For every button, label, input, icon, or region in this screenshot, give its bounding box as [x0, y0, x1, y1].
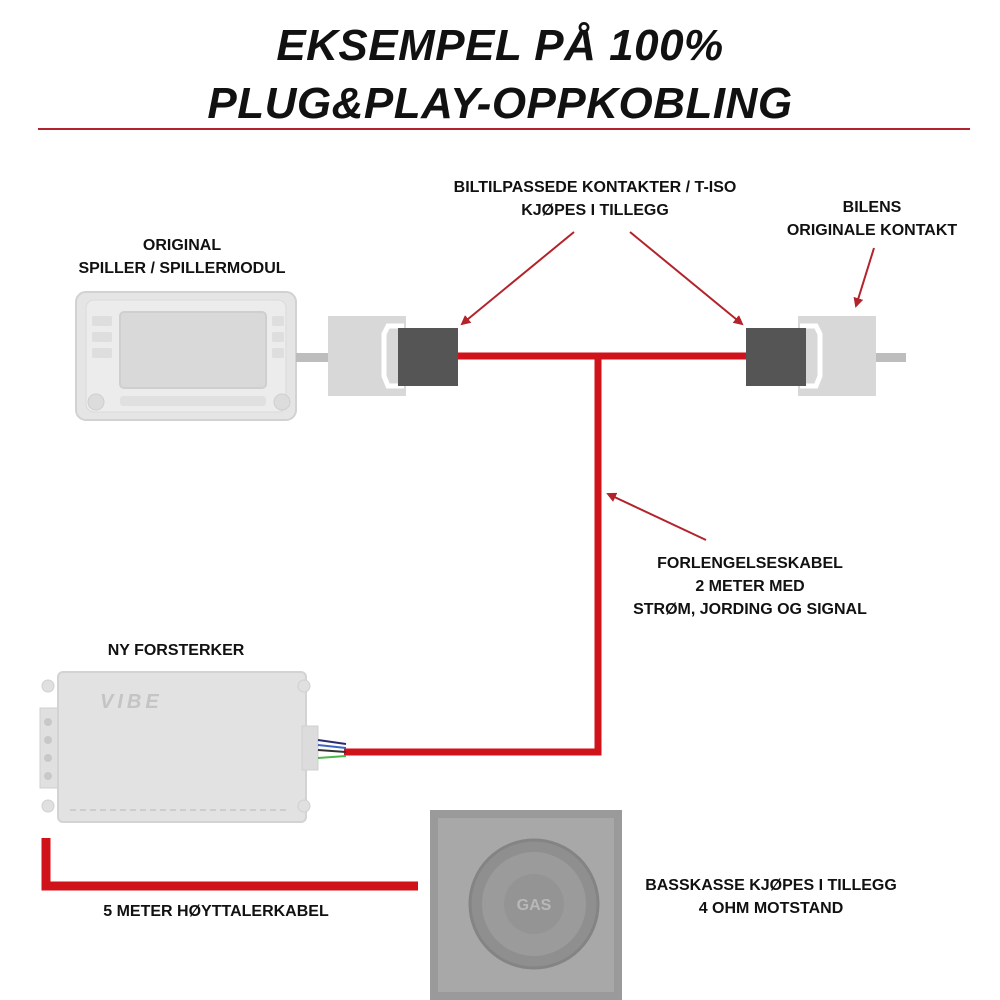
- right-t-iso-connector: [746, 328, 806, 386]
- label-car-connector-line-1: BILENS: [842, 199, 902, 216]
- label-subwoofer: BASSKASSE KJØPES I TILLEGG 4 OHM MOTSTAN…: [626, 874, 916, 920]
- label-original-player-line-1: ORIGINAL: [142, 237, 222, 254]
- car-stub-cable: [876, 353, 906, 362]
- label-extension-cable-line-1: FORLENGELSESKABEL: [657, 555, 843, 572]
- label-subwoofer-line-2: 4 OHM MOTSTAND: [698, 900, 844, 917]
- arrow-to-left-t-iso: [460, 231, 575, 326]
- original-player-unit: [75, 291, 297, 421]
- label-original-player-line-2: SPILLER / SPILLERMODUL: [78, 260, 286, 277]
- arrow-to-right-t-iso: [629, 231, 744, 326]
- label-extension-cable-line-2: 2 METER MED: [695, 578, 805, 595]
- amplifier-input-wires: [317, 739, 347, 759]
- player-stub-cable: [296, 353, 330, 362]
- page-title-line-1: EKSEMPEL PÅ 100%: [276, 21, 724, 70]
- label-amplifier: NY FORSTERKER: [107, 642, 245, 659]
- arrow-to-extension-cable: [606, 492, 707, 541]
- arrow-to-car-connector: [853, 247, 875, 308]
- right-original-connector: [798, 316, 876, 396]
- label-connectors-line-1: BILTILPASSEDE KONTAKTER / T-ISO: [453, 179, 737, 196]
- label-connectors: BILTILPASSEDE KONTAKTER / T-ISO KJØPES I…: [395, 176, 795, 222]
- label-speaker-cable: 5 METER HØYTTALERKABEL: [103, 903, 329, 920]
- label-extension-cable-line-3: STRØM, JORDING OG SIGNAL: [633, 601, 867, 618]
- amplifier-unit: [39, 671, 319, 823]
- subwoofer-box: [430, 810, 622, 1000]
- label-original-player: ORIGINAL SPILLER / SPILLERMODUL: [62, 234, 302, 280]
- amplifier-brand-logo: VIBE: [100, 691, 163, 713]
- page-title-line-2: PLUG&PLAY-OPPKOBLING: [207, 79, 793, 128]
- extension-cable: [344, 356, 602, 756]
- label-car-connector-line-2: ORIGINALE KONTAKT: [786, 222, 958, 239]
- label-connectors-line-2: KJØPES I TILLEGG: [521, 202, 669, 219]
- label-car-connector: BILENS ORIGINALE KONTAKT: [772, 196, 972, 242]
- label-subwoofer-line-1: BASSKASSE KJØPES I TILLEGG: [645, 877, 897, 894]
- left-original-connector: [328, 316, 406, 396]
- title-divider: [38, 128, 970, 130]
- label-extension-cable: FORLENGELSESKABEL 2 METER MED STRØM, JOR…: [600, 552, 900, 621]
- subwoofer-brand-logo: GAS: [517, 897, 552, 914]
- speaker-cable: [41, 838, 418, 891]
- left-t-iso-connector: [398, 328, 458, 386]
